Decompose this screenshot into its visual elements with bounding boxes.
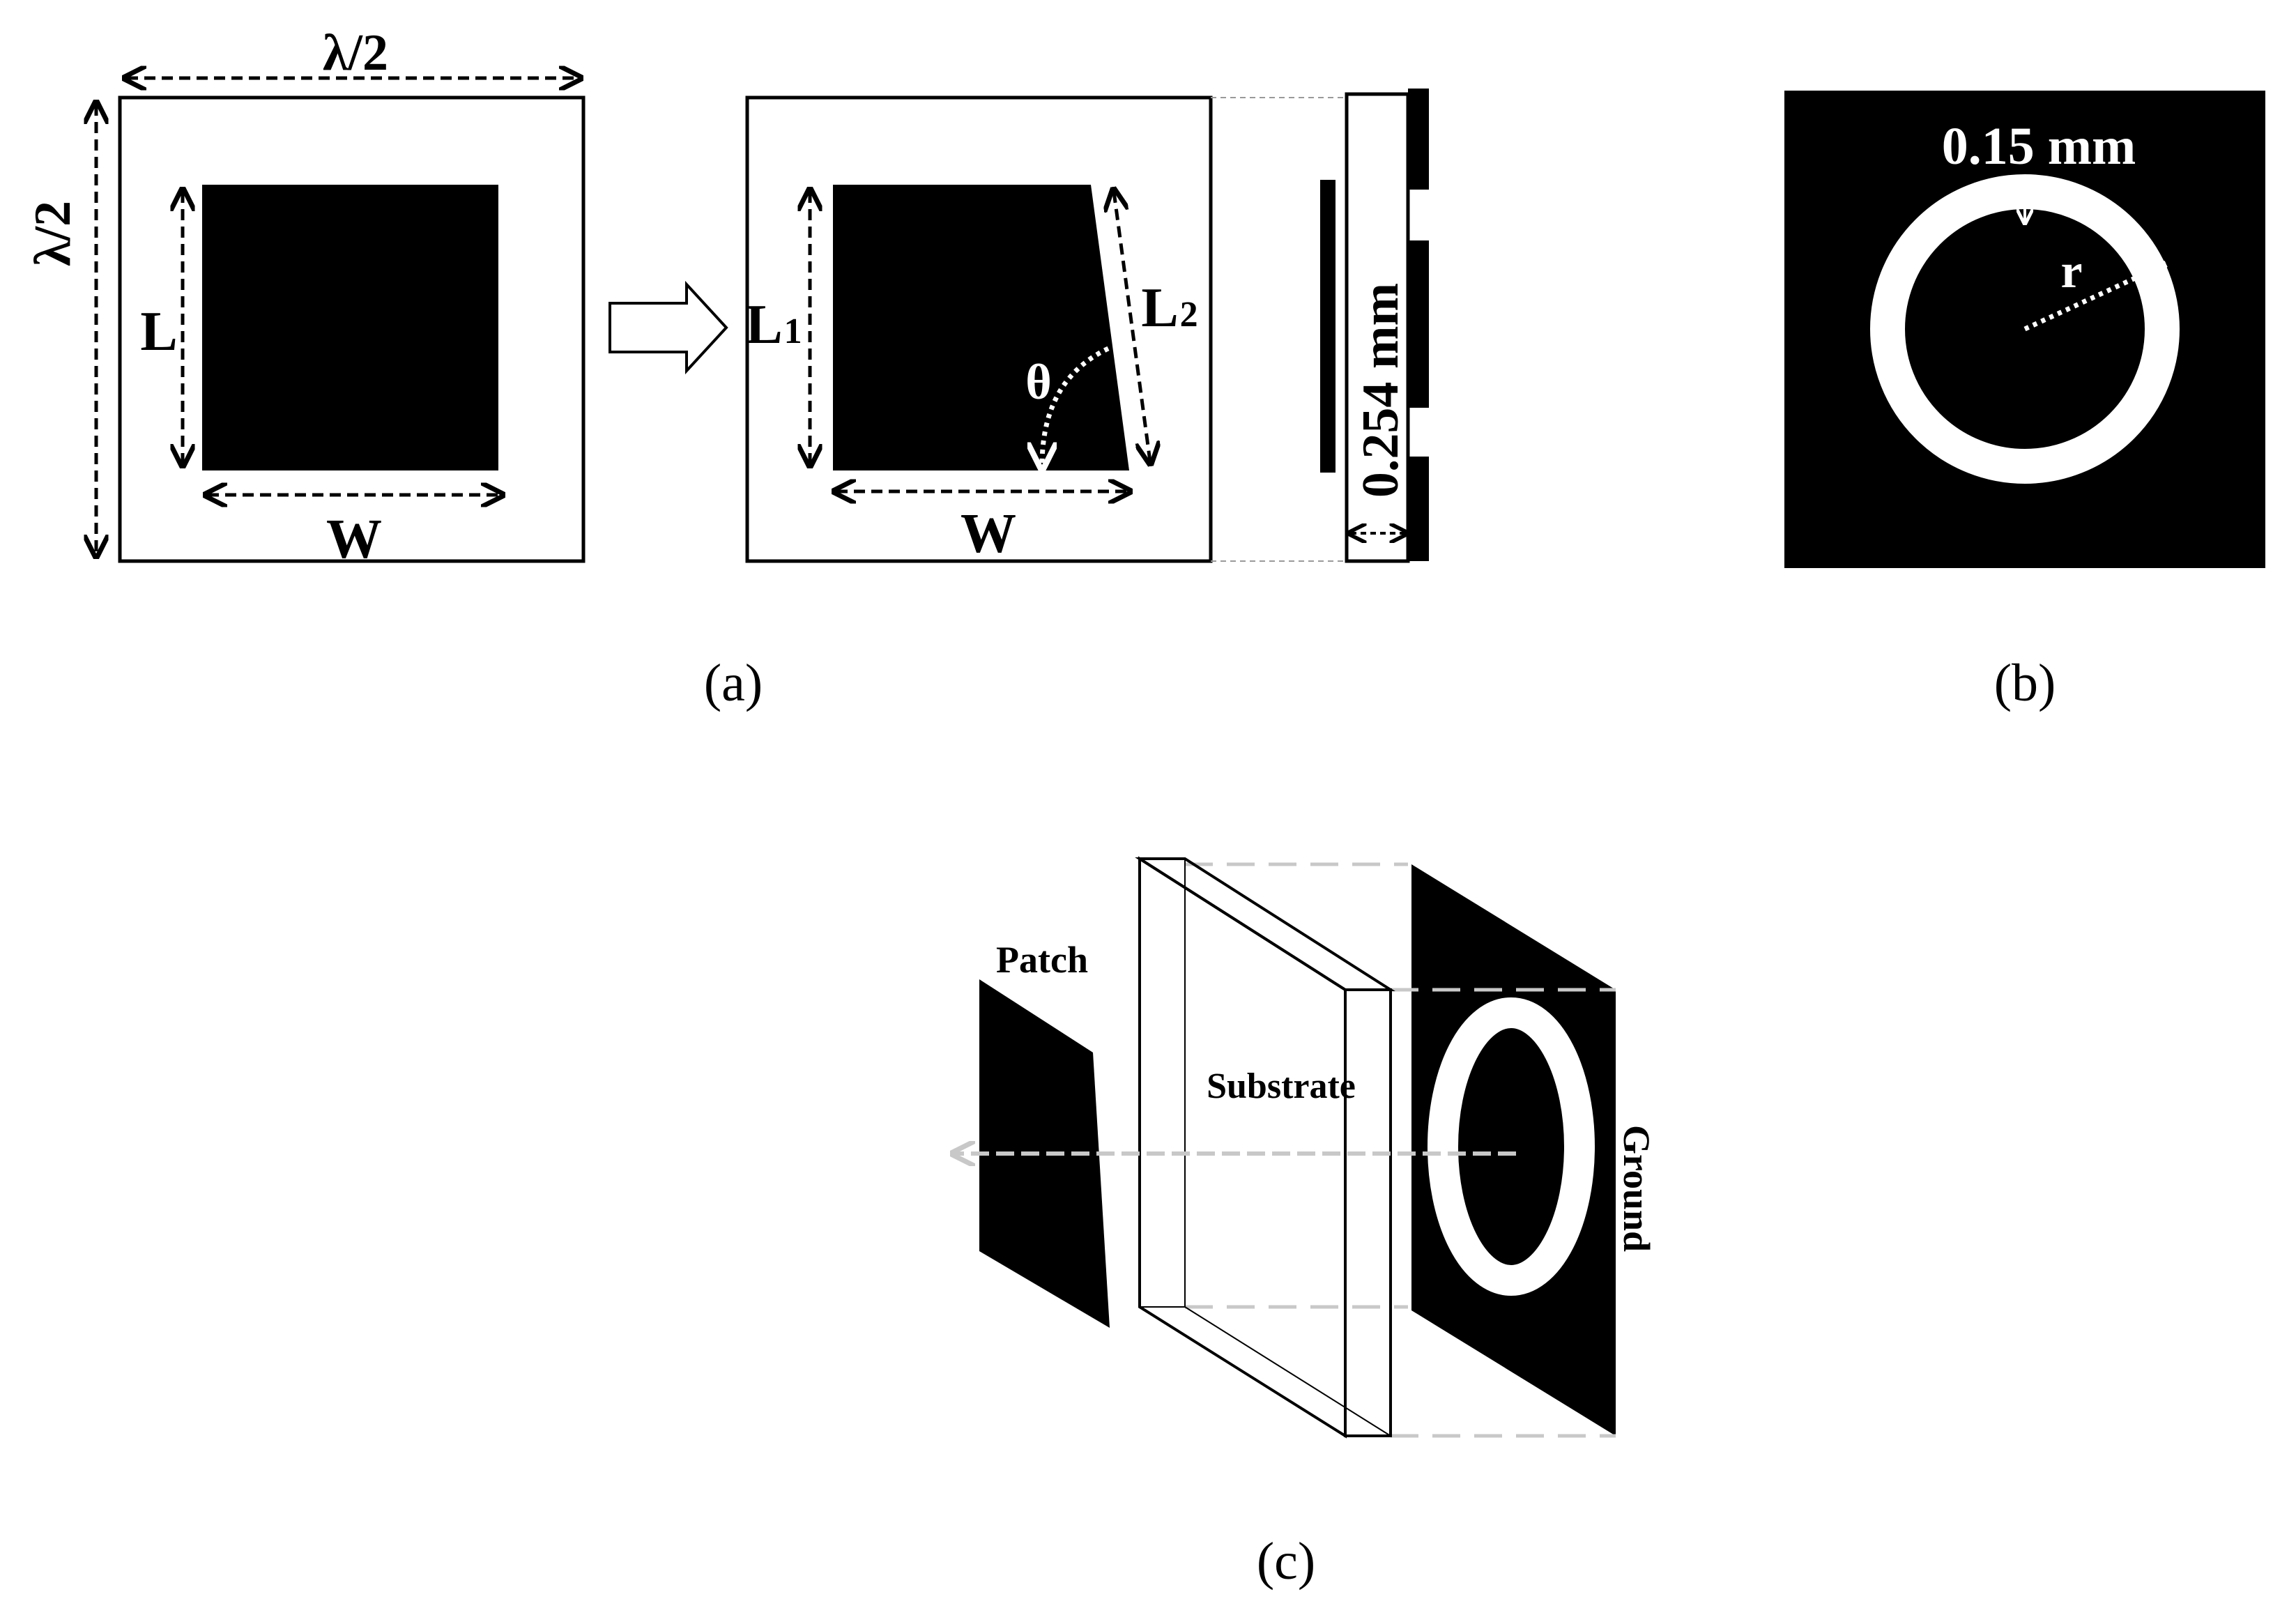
ground-3d <box>1411 864 1616 1436</box>
ground-bottom-section <box>1408 457 1429 561</box>
panel-b: 0.15 mm r (b) <box>1784 91 2265 712</box>
patch-3d <box>979 979 1110 1328</box>
lambda-top-label: λ/2 <box>323 24 388 82</box>
caption-a: (a) <box>704 654 763 712</box>
panel-a: λ/2 λ/2 L W L1 L2 θ W <box>24 24 1429 712</box>
substrate-label: Substrate <box>1207 1066 1356 1106</box>
unit-cell-trapezoid: L1 L2 θ W <box>745 95 1213 565</box>
theta-label: θ <box>1025 354 1052 410</box>
ground-label: Ground <box>1616 1125 1658 1252</box>
ground-top-section <box>1408 89 1429 190</box>
cell-outline <box>118 95 586 563</box>
substrate-3d <box>1135 856 1395 1439</box>
trapezoid-patch <box>833 185 1129 470</box>
square-patch <box>202 185 498 470</box>
ground-mid-section <box>1408 240 1429 408</box>
patch-label: Patch <box>996 939 1088 981</box>
L2-arrow <box>1114 192 1150 461</box>
patch-layer-section <box>1320 180 1335 473</box>
thickness-label: 0.254 mm <box>1352 283 1409 498</box>
W-label: W <box>326 509 382 570</box>
transform-arrow <box>609 280 728 375</box>
gap-label: 0.15 mm <box>1942 117 2136 176</box>
radius-arrow <box>2023 266 2161 332</box>
W2-label: W <box>961 503 1016 565</box>
substrate-section <box>1345 92 1410 563</box>
caption-b: (b) <box>1994 654 2056 712</box>
ground-plane <box>1784 91 2265 568</box>
caption-c: (c) <box>1257 1532 1315 1591</box>
lambda-left-label: λ/2 <box>24 201 82 266</box>
cell-outline-2 <box>745 95 1213 563</box>
L2-label: L2 <box>1141 277 1197 339</box>
panel-c: Patch Ground Substrate (c) <box>955 856 1658 1591</box>
ground-ring-3d <box>1428 997 1595 1296</box>
unit-cell-square: λ/2 λ/2 L W <box>24 24 586 570</box>
radius-label: r <box>2060 245 2082 298</box>
L1-label: L1 <box>745 294 802 355</box>
cross-section: 0.254 mm <box>1320 89 1429 563</box>
L-label: L <box>140 301 177 362</box>
